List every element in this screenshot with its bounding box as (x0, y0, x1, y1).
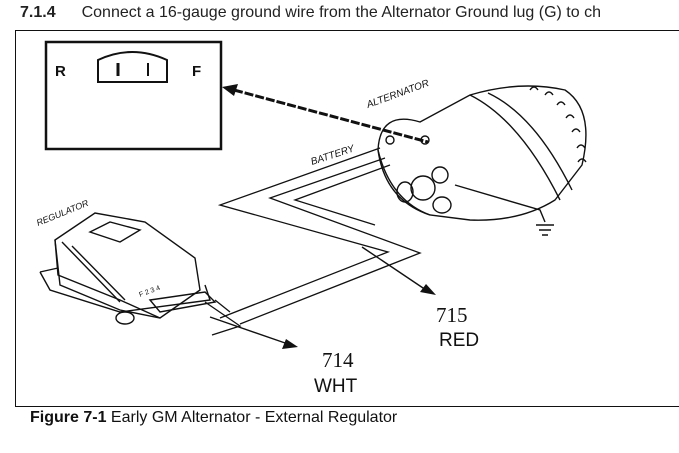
terminals-label: F 2 3 4 (138, 285, 161, 299)
figure-title: Early GM Alternator - External Regulator (106, 409, 398, 426)
wiring-harness (204, 147, 422, 336)
wire-714-color: WHT (314, 376, 358, 397)
figure-number: Figure 7-1 (30, 409, 107, 426)
regulator-drawing: F 2 3 4 (39, 212, 217, 325)
meter-connection-arrow (222, 84, 429, 144)
step-text: Connect a 16-gauge ground wire from the … (81, 4, 601, 21)
wire-714-arrow (209, 316, 298, 349)
figure-frame (15, 30, 679, 407)
meter-r-label: R (55, 63, 66, 80)
alternator-drawing (377, 85, 587, 236)
wire-715-color: RED (439, 330, 479, 351)
regulator-label: REGULATOR (35, 198, 90, 228)
step-instruction: 7.1.4 Connect a 16-gauge ground wire from… (20, 4, 601, 22)
wire-715-number: 715 (436, 303, 468, 327)
meter-f-label: F (192, 63, 201, 80)
wire-715-arrow (361, 246, 436, 295)
figure-caption: Figure 7-1 Early GM Alternator - Externa… (30, 409, 397, 427)
wire-714-number: 714 (322, 348, 354, 372)
alternator-label: ALTERNATOR (364, 78, 430, 111)
ammeter-gauge-box: R F (44, 40, 223, 151)
step-number: 7.1.4 (20, 4, 56, 21)
